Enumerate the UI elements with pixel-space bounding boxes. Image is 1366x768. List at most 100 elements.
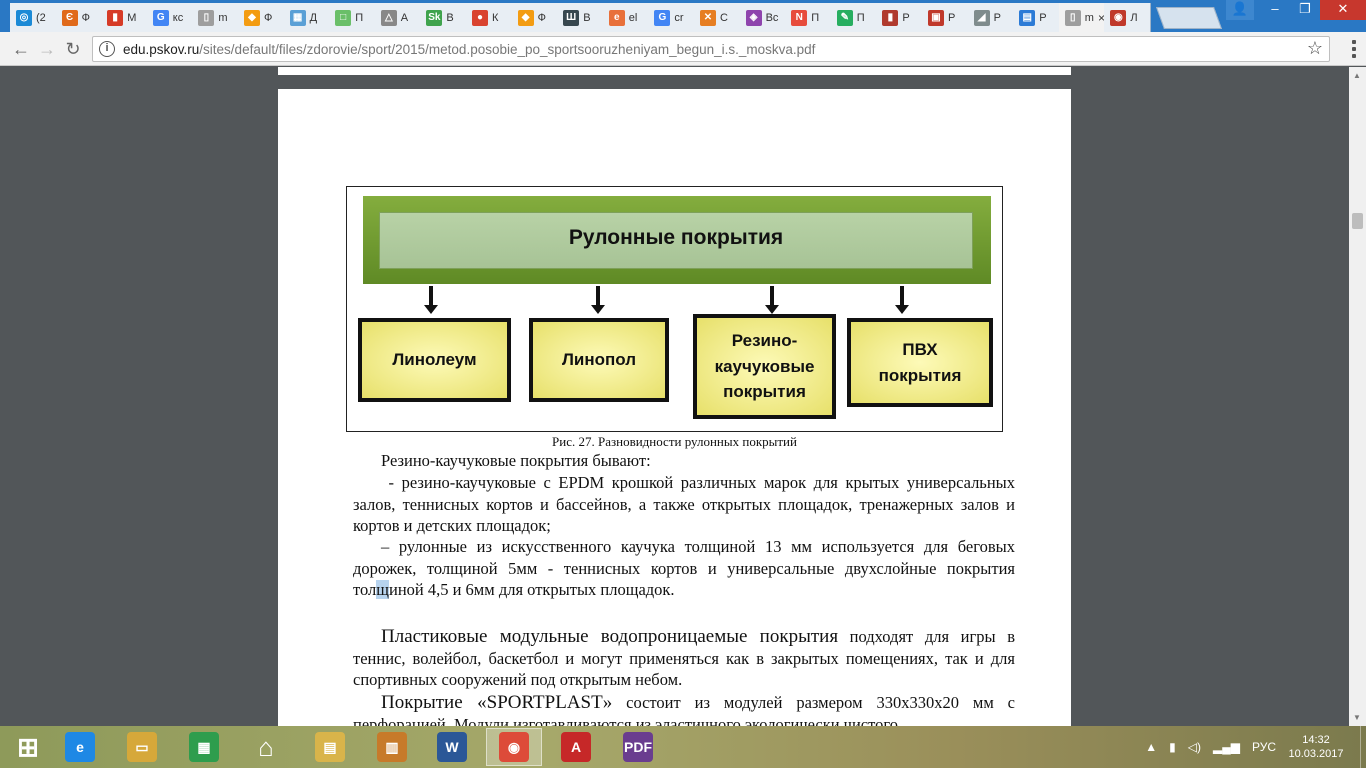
bookmark-star-icon[interactable]: ☆	[1306, 38, 1323, 58]
tab-favicon-icon: N	[791, 9, 808, 26]
paragraph-text: - резино-каучуковые с EPDM крошкой разли…	[353, 473, 1015, 535]
clock[interactable]: 14:32 10.03.2017	[1286, 733, 1346, 761]
text-selection: щ	[376, 580, 389, 599]
taskbar-folder-button[interactable]: ▤	[302, 728, 358, 766]
tab-title: М	[127, 11, 137, 24]
user-icon[interactable]: 👤	[1226, 0, 1254, 20]
paragraph-text: – рулонные из искусственного каучука тол…	[353, 537, 1015, 599]
browser-tab[interactable]: □П	[329, 3, 377, 32]
browser-tab[interactable]: ▯m×	[1058, 3, 1105, 32]
browser-tab[interactable]: ●К	[466, 3, 513, 32]
tab-favicon-icon: ◎	[16, 9, 32, 26]
browser-tab[interactable]: △А	[374, 3, 422, 32]
new-tab-button[interactable]	[1155, 7, 1223, 29]
paragraph-text: состоит из модулей размером 330х330х20 м…	[353, 693, 1015, 726]
tab-title: Ф	[537, 11, 546, 24]
scroll-down-icon[interactable]: ▼	[1353, 713, 1361, 722]
taskbar-start-button[interactable]: ⊞	[0, 728, 56, 766]
browser-tab[interactable]: ◎(2	[10, 3, 57, 32]
back-button[interactable]: ←	[12, 39, 30, 59]
menu-icon[interactable]	[1352, 40, 1356, 61]
start-icon: ⊞	[17, 731, 39, 762]
browser-tab[interactable]: ▮Р	[876, 3, 924, 32]
tab-favicon-icon: ▦	[289, 9, 306, 26]
paragraph: Резино-каучуковые покрытия бывают:	[353, 450, 1015, 472]
browser-tab[interactable]: ▤Р	[1013, 3, 1061, 32]
diagram-box-linopol: Линопол	[529, 318, 669, 402]
restore-button[interactable]: ❐	[1299, 1, 1311, 16]
browser-tab[interactable]: ✕С	[694, 3, 741, 32]
volume-icon[interactable]: ◁)	[1187, 740, 1201, 754]
taskbar-acrobat-button[interactable]: A	[548, 728, 604, 766]
browser-tab[interactable]: ◆Ф	[511, 3, 559, 32]
browser-tab[interactable]: ◢Р	[967, 3, 1015, 32]
tab-title: Л	[1130, 11, 1138, 24]
scroll-thumb[interactable]	[1352, 213, 1363, 229]
vertical-scrollbar[interactable]: ▲ ▼	[1349, 67, 1366, 726]
info-icon[interactable]: i	[99, 41, 115, 57]
address-bar[interactable]: i edu.pskov.ru/sites/default/files/zdoro…	[92, 36, 1330, 62]
taskbar-archive-button[interactable]: ▥	[364, 728, 420, 766]
network-icon[interactable]: ▂▄▆	[1213, 740, 1240, 754]
scroll-up-icon[interactable]: ▲	[1353, 71, 1361, 80]
paragraph-text: Резино-каучуковые покрытия бывают:	[381, 451, 651, 470]
word-icon: W	[437, 732, 467, 762]
home-icon: ⌂	[258, 731, 274, 762]
store-icon: ▦	[189, 732, 219, 762]
previous-page	[278, 67, 1071, 75]
box-label: ПВХ покрытия	[878, 340, 962, 385]
tab-title: Ф	[81, 11, 90, 24]
paragraph-text: иной 4,5 и 6мм для открытых площадок.	[388, 580, 675, 599]
acrobat-icon: A	[561, 732, 591, 762]
tab-title: Р	[993, 11, 1001, 24]
tab-title: С	[720, 11, 728, 24]
tab-title: Р	[948, 11, 956, 24]
taskbar-ie-button[interactable]: e	[52, 728, 108, 766]
tray-arrow-icon[interactable]: ▲	[1145, 740, 1158, 754]
minimize-button[interactable]: –	[1271, 1, 1279, 16]
clock-date: 10.03.2017	[1288, 748, 1344, 760]
tab-favicon-icon: □	[335, 9, 352, 26]
browser-tab[interactable]: ▣Р	[922, 3, 969, 32]
arrow-down	[895, 286, 909, 314]
tab-favicon-icon: G	[654, 9, 671, 26]
tab-title: В	[583, 11, 591, 24]
forward-button[interactable]: →	[38, 39, 56, 59]
battery-icon[interactable]: ▮	[1169, 740, 1176, 754]
browser-tab[interactable]: ◆Ф	[238, 3, 285, 32]
url-path: /sites/default/files/zdorovie/sport/2015…	[199, 42, 816, 57]
reload-button[interactable]: ↻	[65, 39, 81, 59]
show-desktop-button[interactable]	[1360, 726, 1366, 768]
paragraph: Покрытие «SPORTPLAST» состоит из модулей…	[353, 692, 1015, 726]
tab-favicon-icon: ▣	[928, 9, 944, 26]
taskbar-store-button[interactable]: ▦	[176, 728, 232, 766]
browser-tab[interactable]: ◉Л	[1104, 3, 1152, 32]
tab-title: К	[492, 11, 499, 24]
language-indicator[interactable]: РУС	[1251, 740, 1276, 754]
browser-tab[interactable]: ▮М	[101, 3, 149, 32]
tab-title: Ф	[264, 11, 273, 24]
paragraph-lead: Покрытие «SPORTPLAST»	[381, 692, 613, 713]
taskbar-home-button[interactable]: ⌂	[238, 728, 294, 766]
pdf-icon: PDF	[623, 732, 653, 762]
taskbar-chrome-button[interactable]: ◉	[486, 728, 542, 766]
close-window-button[interactable]: ✕	[1320, 0, 1366, 20]
taskbar-word-button[interactable]: W	[424, 728, 480, 766]
taskbar: ⊞ e▭ ▦ ⌂ ▤▥ W ◉ A PDF ▲ ▮ ◁) ▂▄▆ РУС 14:32 10.03…	[0, 726, 1366, 768]
tab-close-icon[interactable]: ×	[1097, 10, 1105, 25]
browser-tab[interactable]: ▦Д	[283, 3, 331, 32]
tab-favicon-icon: Sk	[426, 9, 443, 26]
taskbar-explorer-button[interactable]: ▭	[114, 728, 170, 766]
taskbar-pdf-button[interactable]: PDF	[610, 728, 666, 766]
browser-tab[interactable]: ◈Вс	[739, 3, 787, 32]
browser-tab[interactable]: ✎П	[830, 3, 878, 32]
browser-tab[interactable]: ▯m	[192, 3, 240, 32]
tab-title: Р	[1039, 11, 1047, 24]
